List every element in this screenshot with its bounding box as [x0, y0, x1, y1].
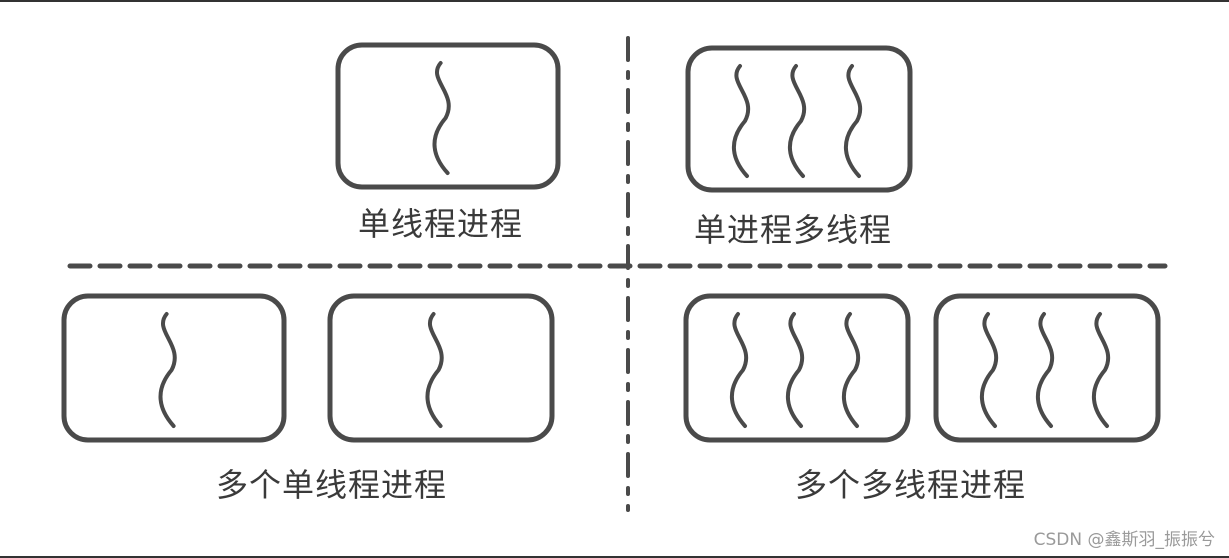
process-box-bottom-right-1 [683, 293, 911, 443]
thread-line-bottom-right-1-1 [729, 312, 749, 428]
thread-line-top-right-1-1 [731, 64, 751, 178]
thread-line-bottom-right-1-2 [785, 312, 805, 428]
thread-line-bottom-left-2-1 [425, 312, 444, 428]
thread-line-top-right-1-3 [843, 64, 863, 178]
thread-line-bottom-left-1-1 [158, 312, 177, 428]
thread-lines [158, 61, 1111, 428]
quadrant-label-multiple-single-thread-processes: 多个单线程进程 [216, 466, 448, 504]
thread-line-bottom-right-2-1 [979, 312, 999, 428]
process-boxes [61, 42, 1161, 443]
quadrant-label-single-thread-process: 单线程进程 [358, 205, 524, 243]
watermark: CSDN @鑫斯羽_振振兮 [1033, 530, 1215, 550]
thread-line-bottom-right-2-2 [1035, 312, 1055, 428]
process-box-bottom-right-2 [933, 293, 1161, 443]
thread-line-bottom-right-2-3 [1091, 312, 1111, 428]
thread-line-top-right-1-2 [787, 64, 807, 178]
process-box-top-right-1 [685, 45, 913, 193]
thread-line-bottom-right-1-3 [841, 312, 861, 428]
thread-line-top-left-1-1 [432, 61, 451, 175]
quadrant-label-single-process-multi-thread: 单进程多线程 [694, 211, 893, 249]
quadrant-label-multiple-multi-thread-processes: 多个多线程进程 [795, 466, 1027, 504]
